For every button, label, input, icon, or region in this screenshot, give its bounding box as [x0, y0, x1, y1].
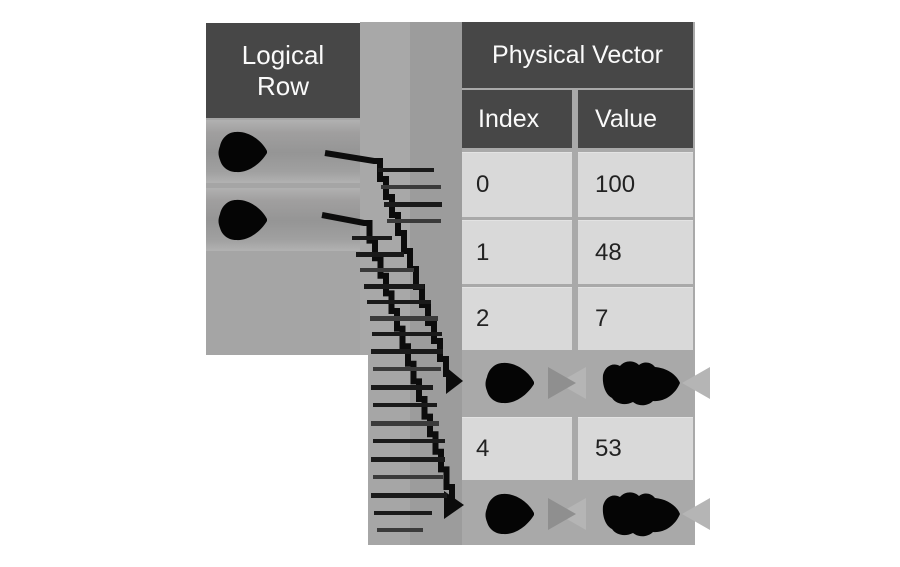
redacted-blob-icon — [485, 362, 534, 404]
physical-row-2-value: 7 — [578, 287, 693, 350]
physical-row-2-index: 2 — [462, 287, 572, 350]
bevel-artifact — [548, 498, 576, 530]
redacted-blob-icon — [218, 199, 267, 240]
middle-gray-band-lower — [368, 355, 410, 545]
physical-vector-header: Physical Vector — [462, 22, 693, 88]
value-column-header: Value — [578, 90, 693, 148]
redacted-blob-icon — [602, 361, 680, 406]
redacted-blob-icon — [485, 493, 534, 535]
physical-row-0-index: 0 — [462, 152, 572, 217]
physical-row-1-value: 48 — [578, 220, 693, 284]
physical-row-4-value: 53 — [578, 417, 693, 480]
physical-row-1-index: 1 — [462, 220, 572, 284]
logical-row-header: Logical Row — [206, 23, 360, 118]
bevel-artifact — [548, 367, 576, 399]
bevel-artifact — [682, 367, 710, 399]
index-column-header: Index — [462, 90, 572, 148]
physical-row-5-value-redacted — [548, 483, 710, 545]
middle-gray-band-dark — [410, 22, 462, 545]
logical-row-2 — [206, 188, 360, 251]
physical-row-4-index: 4 — [462, 417, 572, 480]
bevel-artifact — [682, 498, 710, 530]
middle-gray-band — [360, 22, 410, 355]
physical-row-0-value: 100 — [578, 152, 693, 217]
redacted-blob-icon — [602, 492, 680, 537]
logical-row-1 — [206, 120, 360, 183]
redacted-blob-icon — [218, 131, 267, 172]
physical-row-3-value-redacted — [548, 352, 710, 414]
